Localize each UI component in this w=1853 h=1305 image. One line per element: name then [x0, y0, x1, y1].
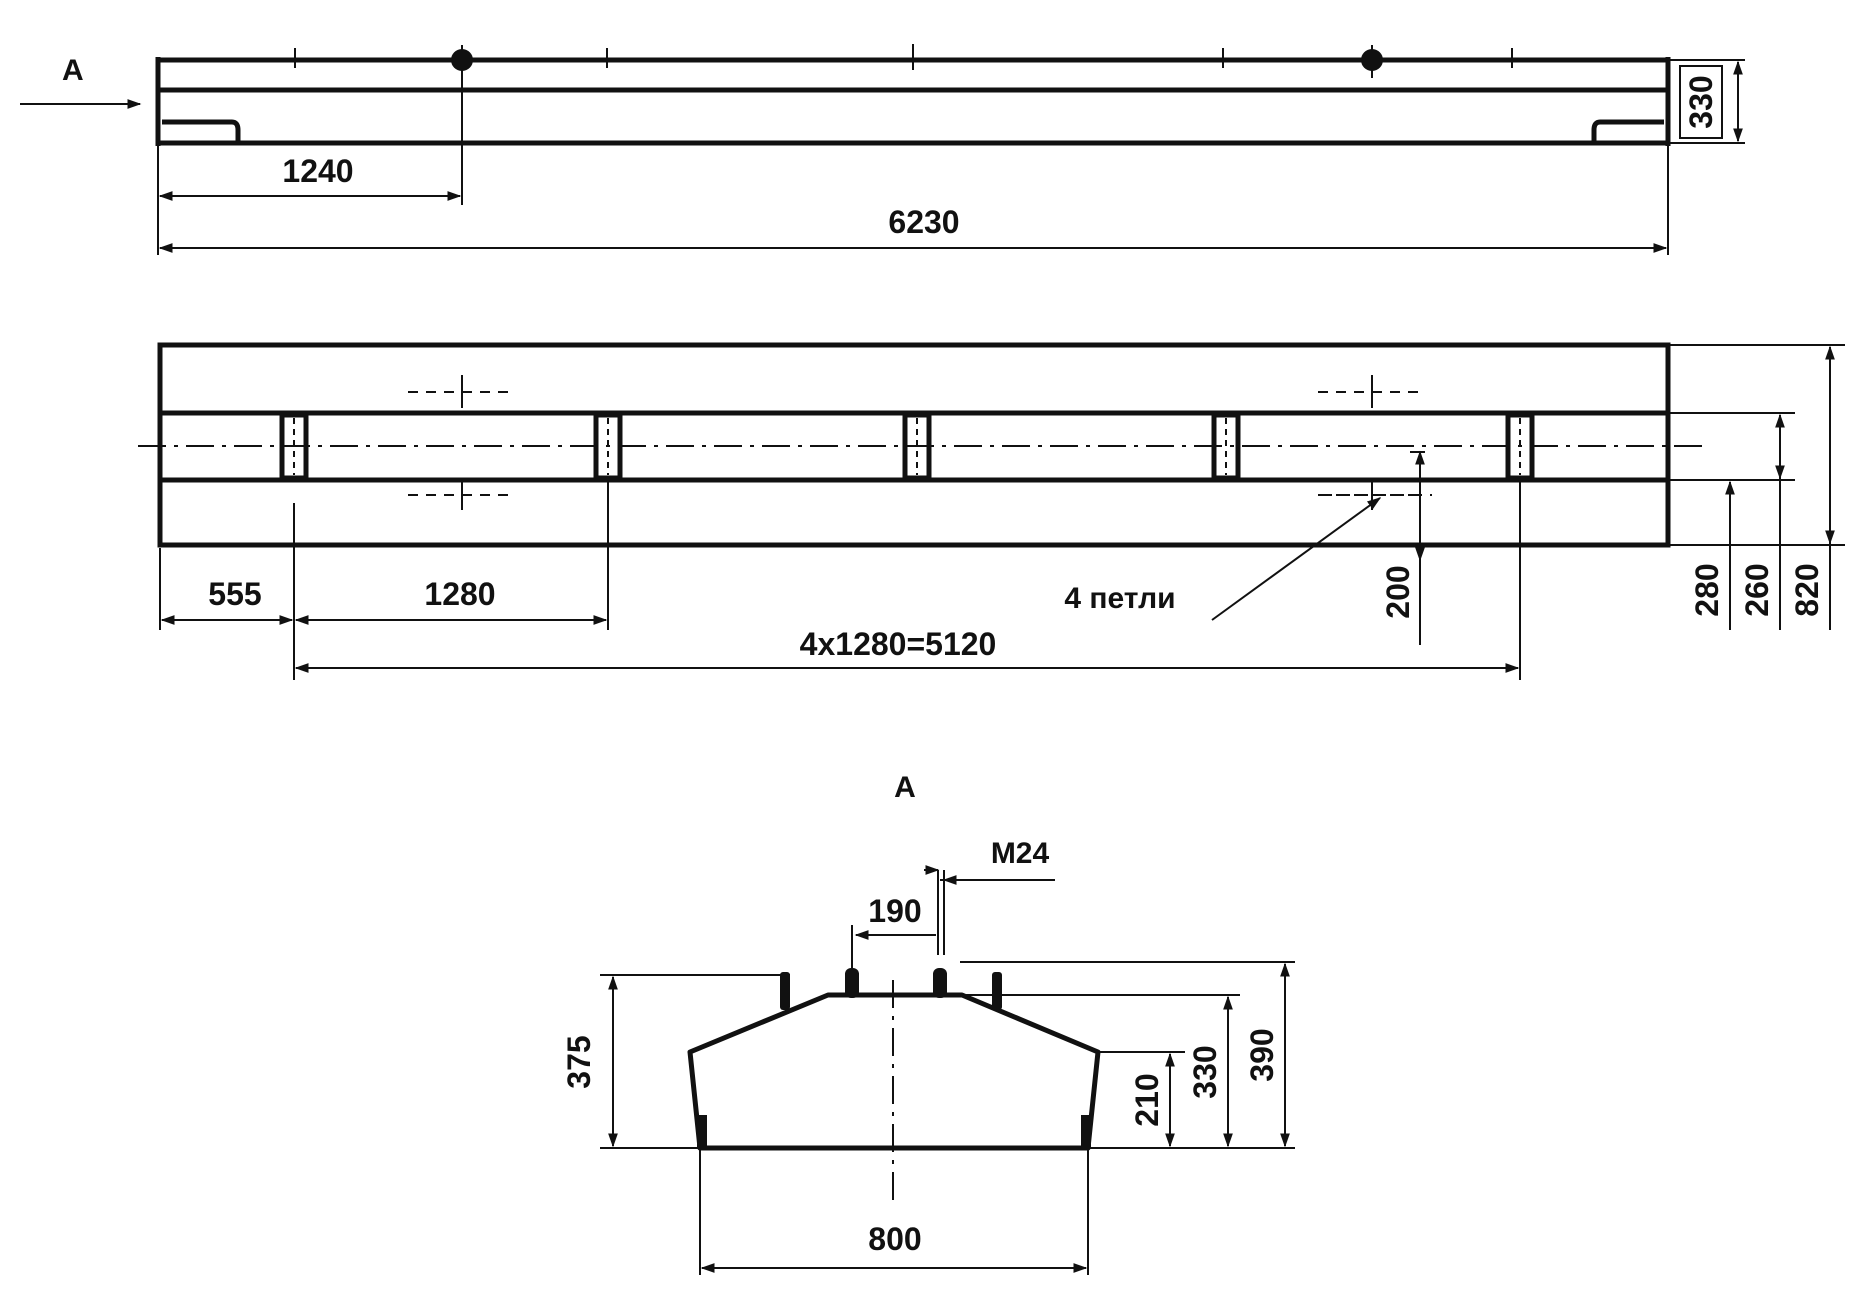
slot	[1211, 412, 1241, 481]
height-value: 330	[1683, 75, 1719, 128]
edge-offset-value: 555	[208, 576, 261, 612]
beam-plan	[138, 342, 1710, 548]
slot-openings	[279, 412, 1535, 481]
spacing-total-dimension: 4x1280=5120	[294, 626, 1520, 673]
side-offset-value: 280	[1689, 563, 1725, 616]
slot-width-value: 260	[1739, 563, 1775, 616]
slot	[902, 412, 932, 481]
loop-offset-value: 200	[1380, 565, 1416, 618]
right-dimension-stack: 260 280 820	[1670, 344, 1845, 630]
offset-value: 1240	[282, 153, 353, 189]
edge-offset-dimension: 555	[160, 576, 294, 625]
bolt	[845, 968, 859, 998]
plan-view: 555 1280 4x1280=5120 4 петли 200	[138, 342, 1845, 680]
bolt	[933, 968, 947, 998]
bolt-spacing-value: 190	[868, 893, 921, 929]
offset-dimension: 1240	[157, 146, 462, 255]
spacing-value: 1280	[424, 576, 495, 612]
right-height-dimensions: 210 330 390	[960, 961, 1295, 1149]
section-title: A	[894, 771, 916, 804]
loops-callout: 4 петли	[1064, 494, 1432, 621]
slot	[279, 412, 309, 481]
section-view: A M24 190	[561, 771, 1295, 1275]
height-dimension: 330	[1670, 59, 1745, 144]
beam-elevation	[155, 44, 1671, 205]
total-width-value: 820	[1789, 563, 1825, 616]
left-height-value: 375	[561, 1035, 597, 1088]
section-outline	[687, 968, 1101, 1205]
view-marker-label: A	[62, 54, 84, 87]
total-length-value: 6230	[888, 204, 959, 240]
slot	[593, 412, 623, 481]
loops-label: 4 петли	[1064, 582, 1175, 615]
spacing-total-value: 4x1280=5120	[800, 626, 997, 662]
total-length-dimension: 6230	[158, 146, 1669, 255]
wall-height-value: 210	[1129, 1073, 1165, 1126]
mid-height-value: 330	[1187, 1045, 1223, 1098]
base-width-dimension: 800	[699, 1150, 1089, 1275]
slot	[1505, 412, 1535, 481]
bolt-callout: M24	[924, 837, 1055, 955]
left-height-dimension: 375	[561, 974, 790, 1149]
base-width-value: 800	[868, 1221, 921, 1257]
spacing-dimension: 1280	[294, 576, 608, 625]
loop-offset-dimension: 200	[1380, 450, 1425, 645]
top-view: A 33	[20, 44, 1745, 255]
total-height-value: 390	[1244, 1028, 1280, 1081]
bolt-size-label: M24	[991, 837, 1050, 870]
bolt-spacing-dimension: 190	[851, 893, 936, 968]
